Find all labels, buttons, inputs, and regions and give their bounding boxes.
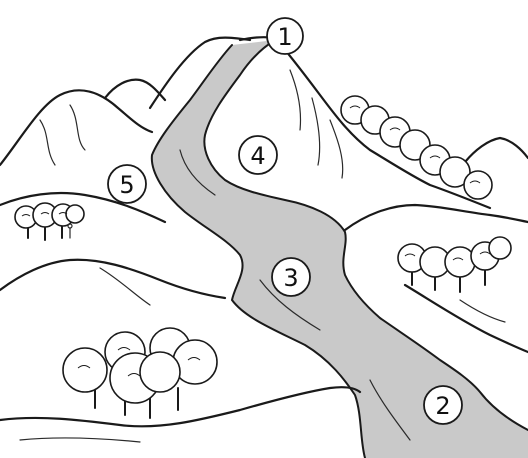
river — [152, 40, 528, 458]
label-5: 5 — [108, 165, 146, 203]
label-1: 1 — [267, 18, 303, 54]
label-2: 2 — [424, 386, 462, 424]
label-3-text: 3 — [283, 264, 298, 292]
label-4-text: 4 — [250, 142, 265, 170]
person-figure — [68, 224, 72, 238]
label-2-text: 2 — [435, 392, 450, 420]
label-5-text: 5 — [119, 171, 134, 199]
label-1-text: 1 — [277, 23, 292, 51]
foreground-ground — [0, 387, 360, 442]
label-3: 3 — [272, 258, 310, 296]
trees-left — [15, 203, 84, 240]
label-4: 4 — [239, 136, 277, 174]
trees-bottom-left — [63, 328, 217, 418]
trees-right-middle — [398, 237, 511, 292]
trees-top-right — [341, 96, 492, 199]
